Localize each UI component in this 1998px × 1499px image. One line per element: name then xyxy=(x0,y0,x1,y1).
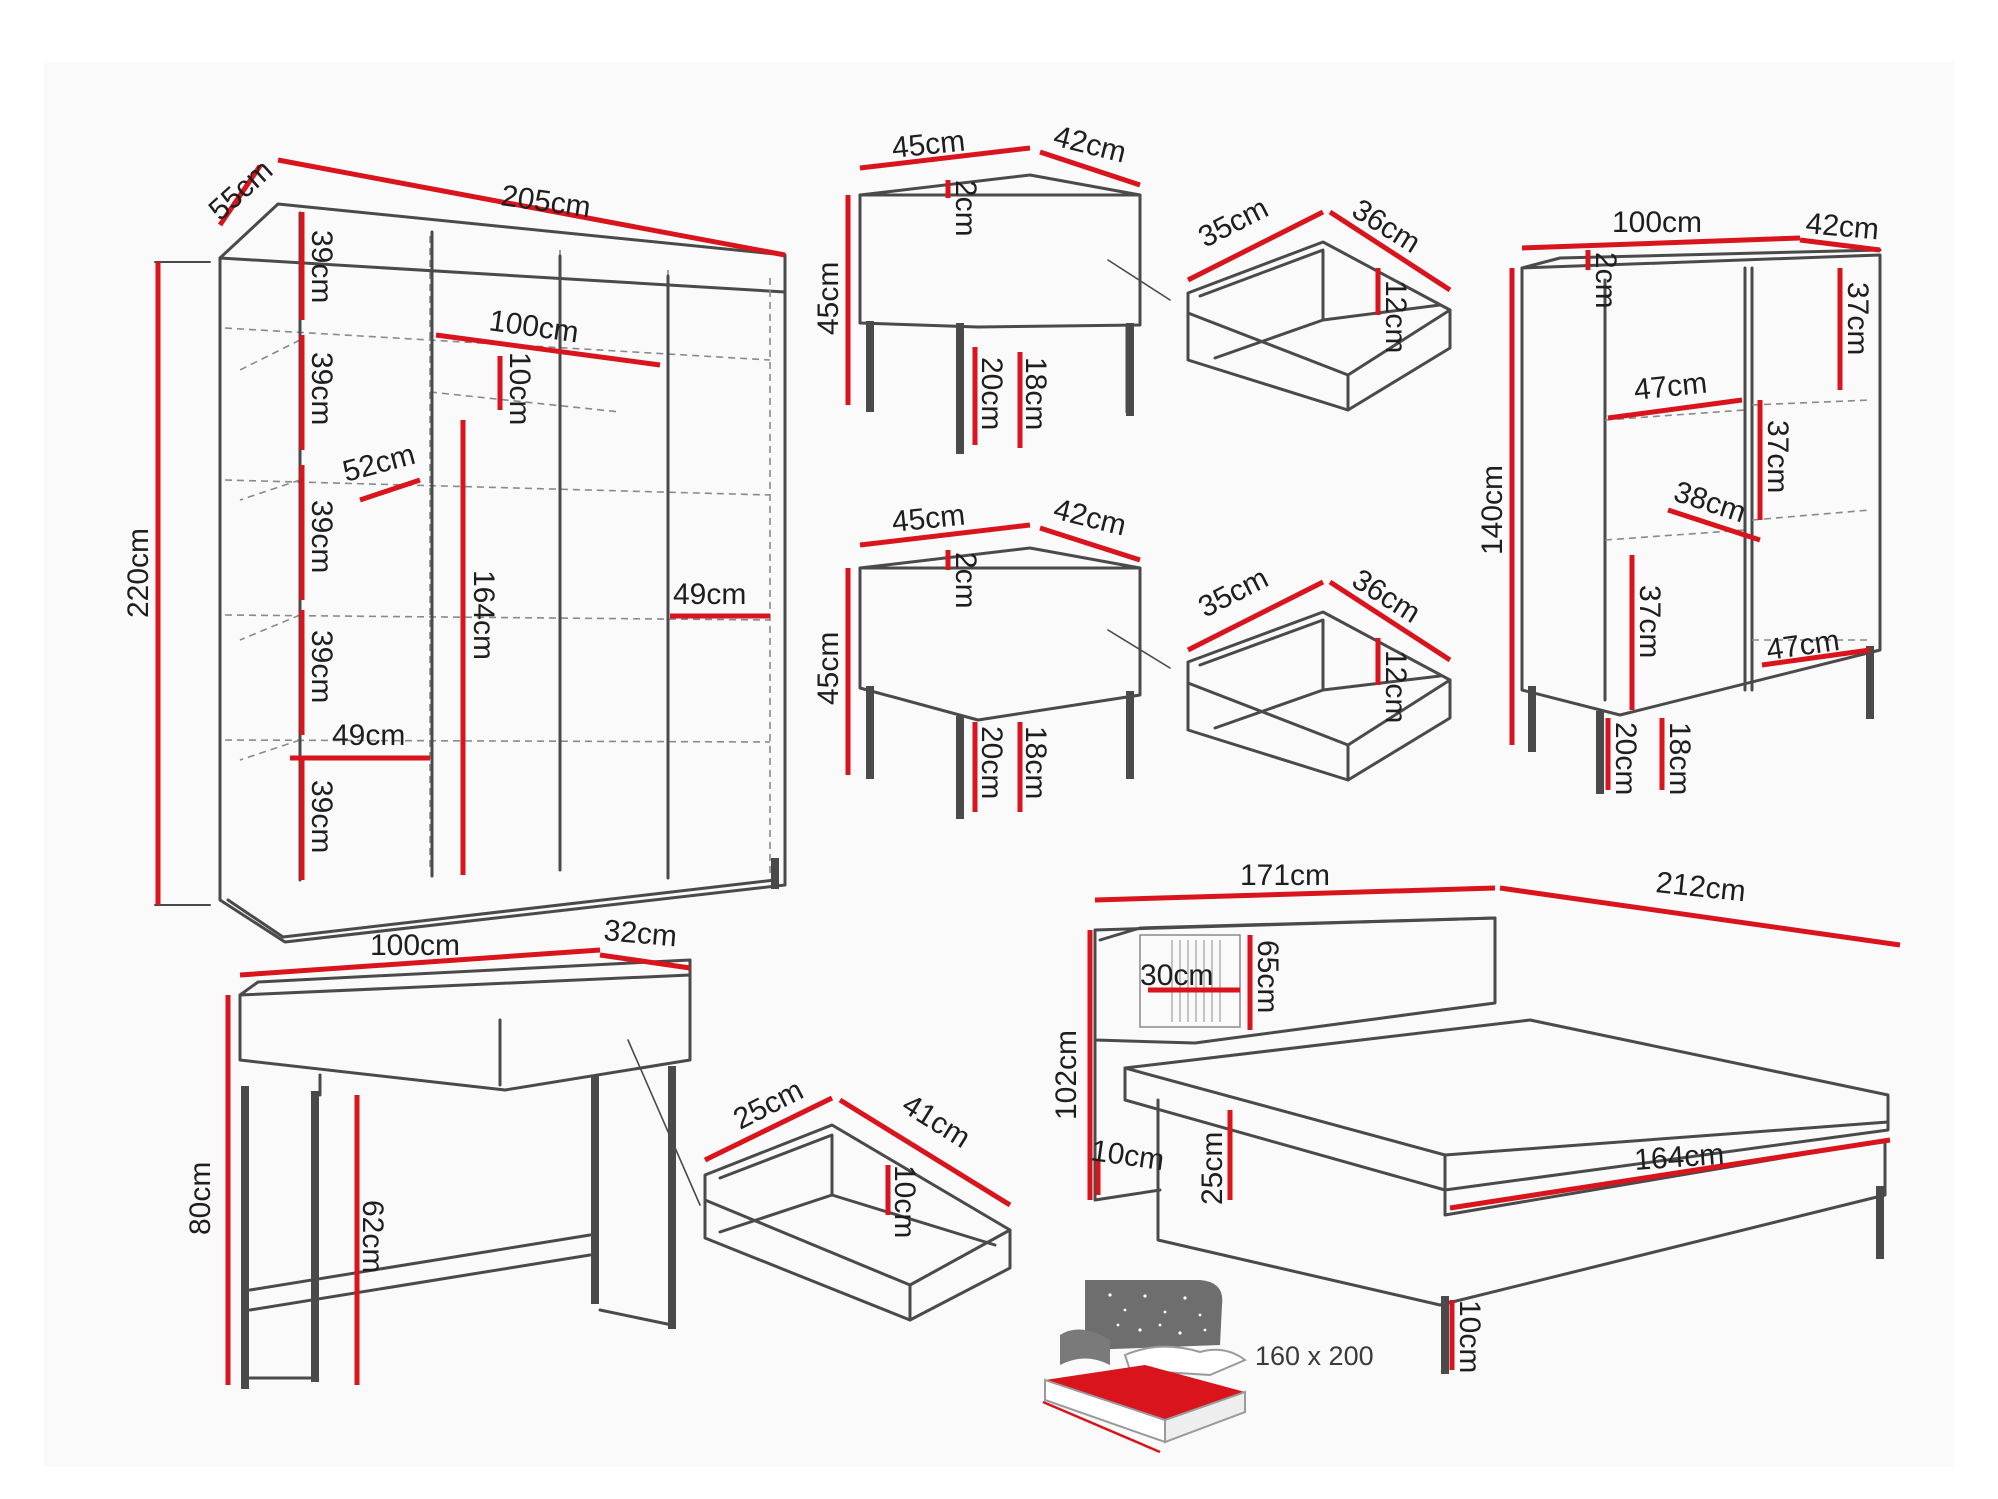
bed-side-gap-label: 10cm xyxy=(1089,1134,1166,1177)
wardrobe-width-label: 205cm xyxy=(499,179,593,224)
wardrobe-depth-label: 55cm xyxy=(203,154,280,228)
drawer-3: 25cm 41cm 10cm xyxy=(703,1074,1012,1322)
nightstand-1-leg-clear-label: 18cm xyxy=(1019,357,1052,430)
shelf-unit-leg-clear-label: 18cm xyxy=(1663,722,1696,795)
wardrobe-shelf-4-label: 39cm xyxy=(305,630,338,703)
wardrobe-shelf-width-left-label: 49cm xyxy=(332,719,405,752)
wardrobe-rail-drop-label: 10cm xyxy=(503,352,536,425)
mattress-top-icon xyxy=(1045,1365,1245,1420)
bed-width-label: 171cm xyxy=(1240,859,1330,892)
bed-leg-height-label: 10cm xyxy=(1453,1300,1486,1373)
drawer-2: 35cm 36cm 12cm xyxy=(1186,562,1452,782)
drawer-1: 35cm 36cm 12cm xyxy=(1186,192,1452,412)
console-depth-label: 32cm xyxy=(602,914,678,953)
wardrobe-shelf-1-label: 39cm xyxy=(305,230,338,303)
shelf-unit-depth-label: 42cm xyxy=(1804,207,1880,246)
nightstand-2-height-label: 45cm xyxy=(812,632,845,705)
shelf-unit-shelf-h-2-label: 37cm xyxy=(1761,420,1794,493)
wardrobe-shelf-2-label: 39cm xyxy=(305,352,338,425)
wardrobe-height-label: 220cm xyxy=(122,528,155,618)
shelf-unit-shelf-h-1-label: 37cm xyxy=(1841,282,1874,355)
drawer-1-height-label: 12cm xyxy=(1379,280,1412,353)
bed-panel-height-label: 65cm xyxy=(1251,940,1284,1013)
console-width-label: 100cm xyxy=(370,929,460,962)
console-leg-clear-label: 62cm xyxy=(356,1200,389,1273)
console-height-label: 80cm xyxy=(184,1162,217,1235)
wardrobe-shelf-3-label: 39cm xyxy=(305,500,338,573)
nightstand-2-leg-height-label: 20cm xyxy=(975,726,1008,799)
headboard-icon xyxy=(1085,1280,1223,1350)
wardrobe: 55cm 205cm 220cm 39cm 39cm 39cm 39cm 39c… xyxy=(122,154,787,944)
drawer-3-height-label: 10cm xyxy=(888,1165,921,1238)
nightstand-1-depth-label: 42cm xyxy=(1050,120,1129,170)
shelf-unit-leg-height-label: 20cm xyxy=(1609,722,1642,795)
shelf-unit-width-label: 100cm xyxy=(1612,206,1702,239)
wardrobe-shelf-width-right-label: 49cm xyxy=(673,578,746,611)
nightstand-1-top-label: 2cm xyxy=(949,180,982,237)
bed-headboard-height-label: 102cm xyxy=(1050,1030,1083,1120)
wardrobe-shelf-5-label: 39cm xyxy=(305,780,338,853)
bed-rail-length-label: 164cm xyxy=(1633,1138,1725,1177)
shelf-unit-shelf-h-3-label: 37cm xyxy=(1633,585,1666,658)
bed-frame-height-label: 25cm xyxy=(1196,1132,1229,1205)
nightstand-1-height-label: 45cm xyxy=(812,262,845,335)
shelf-unit-height-label: 140cm xyxy=(1476,465,1509,555)
nightstand-2-width-label: 45cm xyxy=(890,498,966,538)
sheet-background xyxy=(44,62,1954,1467)
bed-length-label: 212cm xyxy=(1654,866,1747,908)
shelf-unit: 100cm 42cm 140cm 2cm 47cm 38cm 37cm 37cm… xyxy=(1476,206,1882,795)
shelf-unit-top-label: 2cm xyxy=(1589,252,1622,309)
mattress-size-label: 160 x 200 xyxy=(1255,1341,1374,1371)
bed-panel-width-label: 30cm xyxy=(1140,959,1213,992)
shelf-unit-inner-width-right-label: 47cm xyxy=(1764,624,1841,667)
mattress-size-icon: 160 x 200 xyxy=(1042,1280,1374,1454)
wardrobe-shelf-depth-label: 52cm xyxy=(339,438,418,489)
wardrobe-hanging-height-label: 164cm xyxy=(467,570,500,660)
console: 100cm 32cm 80cm 62cm xyxy=(184,914,701,1389)
headboard-panel xyxy=(1139,934,1241,1028)
shelf-unit-inner-width-left-label: 47cm xyxy=(1632,366,1708,406)
nightstand-1: 45cm 42cm 45cm 2cm 20cm 18cm xyxy=(812,120,1171,454)
nightstand-1-width-label: 45cm xyxy=(890,124,966,164)
nightstand-2-leg-clear-label: 18cm xyxy=(1019,726,1052,799)
drawer-2-height-label: 12cm xyxy=(1379,650,1412,723)
nightstand-2-top-label: 2cm xyxy=(949,552,982,609)
nightstand-1-leg-height-label: 20cm xyxy=(975,357,1008,430)
nightstand-2: 45cm 42cm 45cm 2cm 20cm 18cm xyxy=(812,493,1171,819)
